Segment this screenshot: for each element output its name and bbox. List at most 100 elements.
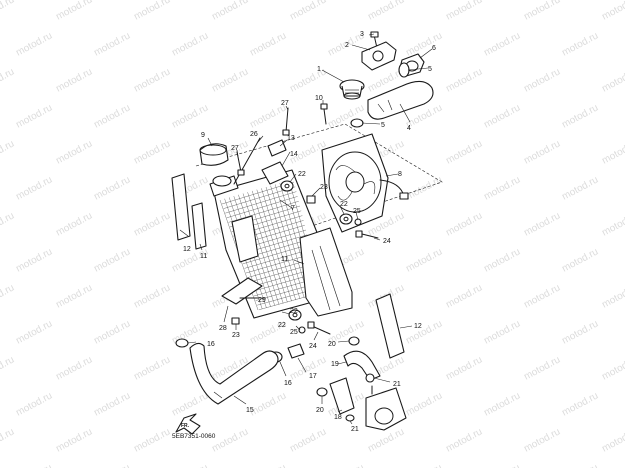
- watermark-text: motod.ru: [522, 0, 562, 23]
- part-28-bracket: [221, 277, 263, 305]
- watermark-text: motod.ru: [600, 0, 625, 23]
- watermark-text: motod.ru: [54, 354, 94, 382]
- watermark-text: motod.ru: [560, 318, 600, 346]
- watermark-text: motod.ru: [482, 318, 522, 346]
- part-21-clamp-b: [345, 414, 355, 422]
- watermark-text: motod.ru: [482, 30, 522, 58]
- watermark-text: motod.ru: [560, 462, 600, 468]
- coolant-reservoir: [365, 385, 407, 431]
- watermark-text: motod.ru: [54, 426, 94, 454]
- watermark-text: motod.ru: [14, 246, 54, 274]
- label-part-18: 18: [334, 414, 342, 421]
- watermark-text: motod.ru: [522, 426, 562, 454]
- radiator-fin-line: [242, 193, 280, 305]
- label-part-21-b: 21: [351, 426, 359, 433]
- watermark-text: motod.ru: [170, 102, 210, 130]
- radiator-tube-line: [244, 249, 311, 269]
- watermark-text: motod.ru: [132, 0, 172, 23]
- label-part-12-right: 12: [414, 323, 422, 330]
- radiator-tube-line: [245, 253, 313, 274]
- watermark-text: motod.ru: [92, 246, 132, 274]
- part-12-foam-left: [171, 173, 191, 241]
- radiator-fin-line: [270, 185, 305, 298]
- watermark-text: motod.ru: [404, 462, 444, 468]
- label-part-20-b: 20: [316, 407, 324, 414]
- part-22-grommet-c: [288, 309, 302, 321]
- watermark-text: motod.ru: [482, 102, 522, 130]
- part-13-bracket: [267, 139, 287, 157]
- label-part-15: 15: [246, 407, 254, 414]
- watermark-text: motod.ru: [54, 210, 94, 238]
- part-25-washer-b: [298, 326, 306, 334]
- part-12-foam-right: [375, 293, 405, 359]
- watermark-text: motod.ru: [14, 462, 54, 468]
- label-part-22-a: 22: [298, 171, 306, 178]
- label-part-3: 3: [360, 31, 364, 38]
- label-part-6: 6: [432, 45, 436, 52]
- label-part-8: 8: [398, 171, 402, 178]
- label-part-7: 7: [291, 205, 295, 212]
- watermark-text: motod.ru: [482, 462, 522, 468]
- part-18-hose: [329, 377, 355, 415]
- watermark-text: motod.ru: [444, 426, 484, 454]
- front-label: FR.: [181, 423, 190, 429]
- label-part-20-a: 20: [328, 341, 336, 348]
- label-part-19: 19: [331, 361, 339, 368]
- part-23-collar-a: [306, 195, 316, 204]
- part-15-lower-hose: [189, 342, 279, 405]
- part-16-clamp-a: [175, 338, 189, 348]
- watermark-text: motod.ru: [522, 282, 562, 310]
- watermark-text: motod.ru: [404, 30, 444, 58]
- watermark-text: motod.ru: [248, 30, 288, 58]
- watermark-text: motod.ru: [132, 66, 172, 94]
- watermark-text: motod.ru: [210, 66, 250, 94]
- label-part-27-upper: 27: [281, 100, 289, 107]
- watermark-text: motod.ru: [14, 174, 54, 202]
- leader-lines: [179, 33, 433, 425]
- label-part-12-left: 12: [183, 246, 191, 253]
- label-part-24-b: 24: [309, 343, 317, 350]
- watermark-text: motod.ru: [600, 426, 625, 454]
- watermark-text: motod.ru: [600, 210, 625, 238]
- watermark-text: motod.ru: [288, 66, 328, 94]
- watermark-text: motod.ru: [522, 138, 562, 166]
- part-19-bypass-hose: [343, 350, 381, 381]
- label-part-16-left: 16: [207, 341, 215, 348]
- watermark-text: motod.ru: [444, 66, 484, 94]
- label-part-23-b: 23: [232, 332, 240, 339]
- watermark-text: motod.ru: [522, 354, 562, 382]
- watermark-text: motod.ru: [170, 30, 210, 58]
- watermark-text: motod.ru: [444, 138, 484, 166]
- label-part-16-right: 16: [284, 380, 292, 387]
- watermark-text: motod.ru: [210, 426, 250, 454]
- watermark-text: motod.ru: [0, 66, 16, 94]
- thermostat-assembly: [339, 31, 434, 128]
- part-22-grommet-a: [280, 180, 294, 192]
- part-7-radiator: [209, 169, 353, 319]
- watermark-text: motod.ru: [560, 102, 600, 130]
- watermark-text: motod.ru: [482, 390, 522, 418]
- watermark-text: motod.ru: [366, 0, 406, 23]
- watermark-text: motod.ru: [92, 174, 132, 202]
- part-22-grommet-b: [339, 213, 353, 225]
- front-direction-arrow: FR.: [175, 413, 201, 435]
- radiator-fin-line: [256, 189, 292, 302]
- part-9-radiator-cap: [199, 143, 229, 166]
- watermark-text: motod.ru: [444, 354, 484, 382]
- part-10-bolt: [320, 103, 328, 125]
- part-8-fan-motor: [321, 133, 409, 233]
- label-part-1: 1: [317, 66, 321, 73]
- watermark-text: motod.ru: [54, 282, 94, 310]
- label-part-23-a: 23: [320, 184, 328, 191]
- watermark-text: motod.ru: [366, 426, 406, 454]
- radiator-tube-line: [225, 191, 297, 214]
- watermark-text: motod.ru: [560, 246, 600, 274]
- watermark-text: motod.ru: [54, 138, 94, 166]
- watermark-text: motod.ru: [404, 390, 444, 418]
- drawing-code: 5EB7351-0060: [172, 433, 216, 440]
- part-11-foam-left: [191, 202, 207, 250]
- watermark-text: motod.ru: [132, 210, 172, 238]
- label-part-14: 14: [290, 151, 298, 158]
- part-17-fitting: [287, 343, 305, 359]
